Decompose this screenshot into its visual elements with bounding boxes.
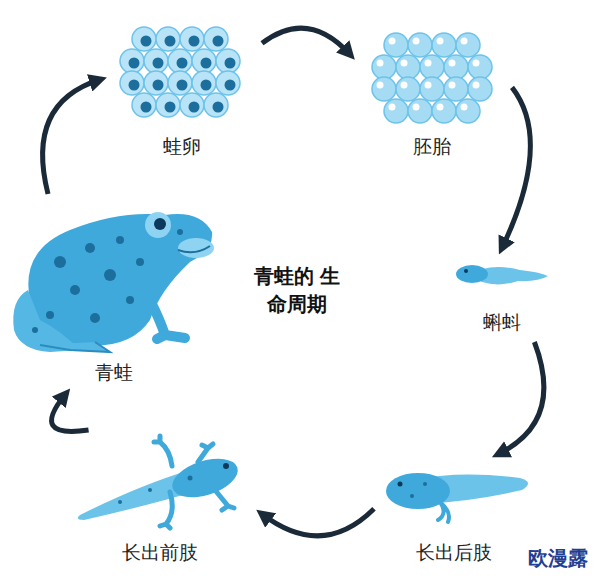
tadpole xyxy=(456,265,548,284)
title-text: 青蛙的 生命周期 xyxy=(252,262,342,318)
stage-label: 蝌蚪 xyxy=(448,310,556,336)
stage-node: 胚胎 xyxy=(358,28,506,160)
cycle-arrow xyxy=(262,28,350,54)
stage-label: 长出后肢 xyxy=(380,540,528,566)
stage-label: 胚胎 xyxy=(358,134,506,160)
cycle-arrow xyxy=(43,80,100,194)
stage-node: 蛙卵 xyxy=(108,14,256,160)
cycle-arrow xyxy=(262,509,374,536)
stage-node: 长出前肢 xyxy=(66,436,254,566)
adult-frog xyxy=(13,212,214,352)
tadpole-hind-legs xyxy=(386,473,528,522)
cycle-arrow xyxy=(498,342,543,454)
stage-node: 青蛙 xyxy=(4,200,224,386)
embryo-cluster xyxy=(372,33,492,123)
stage-label: 蛙卵 xyxy=(108,134,256,160)
stage-label: 长出前肢 xyxy=(66,540,254,566)
cycle-arrow xyxy=(502,87,530,248)
cycle-arrow xyxy=(52,394,89,431)
diagram-title: 青蛙的 生命周期 xyxy=(0,262,594,318)
stage-label: 青蛙 xyxy=(4,360,224,386)
watermark: 欧漫露 xyxy=(528,545,588,572)
stage-node: 长出后肢 xyxy=(380,462,528,566)
egg-cluster xyxy=(120,27,240,117)
tadpole-fore-legs xyxy=(78,436,243,528)
stage-node: 蝌蚪 xyxy=(448,256,556,336)
